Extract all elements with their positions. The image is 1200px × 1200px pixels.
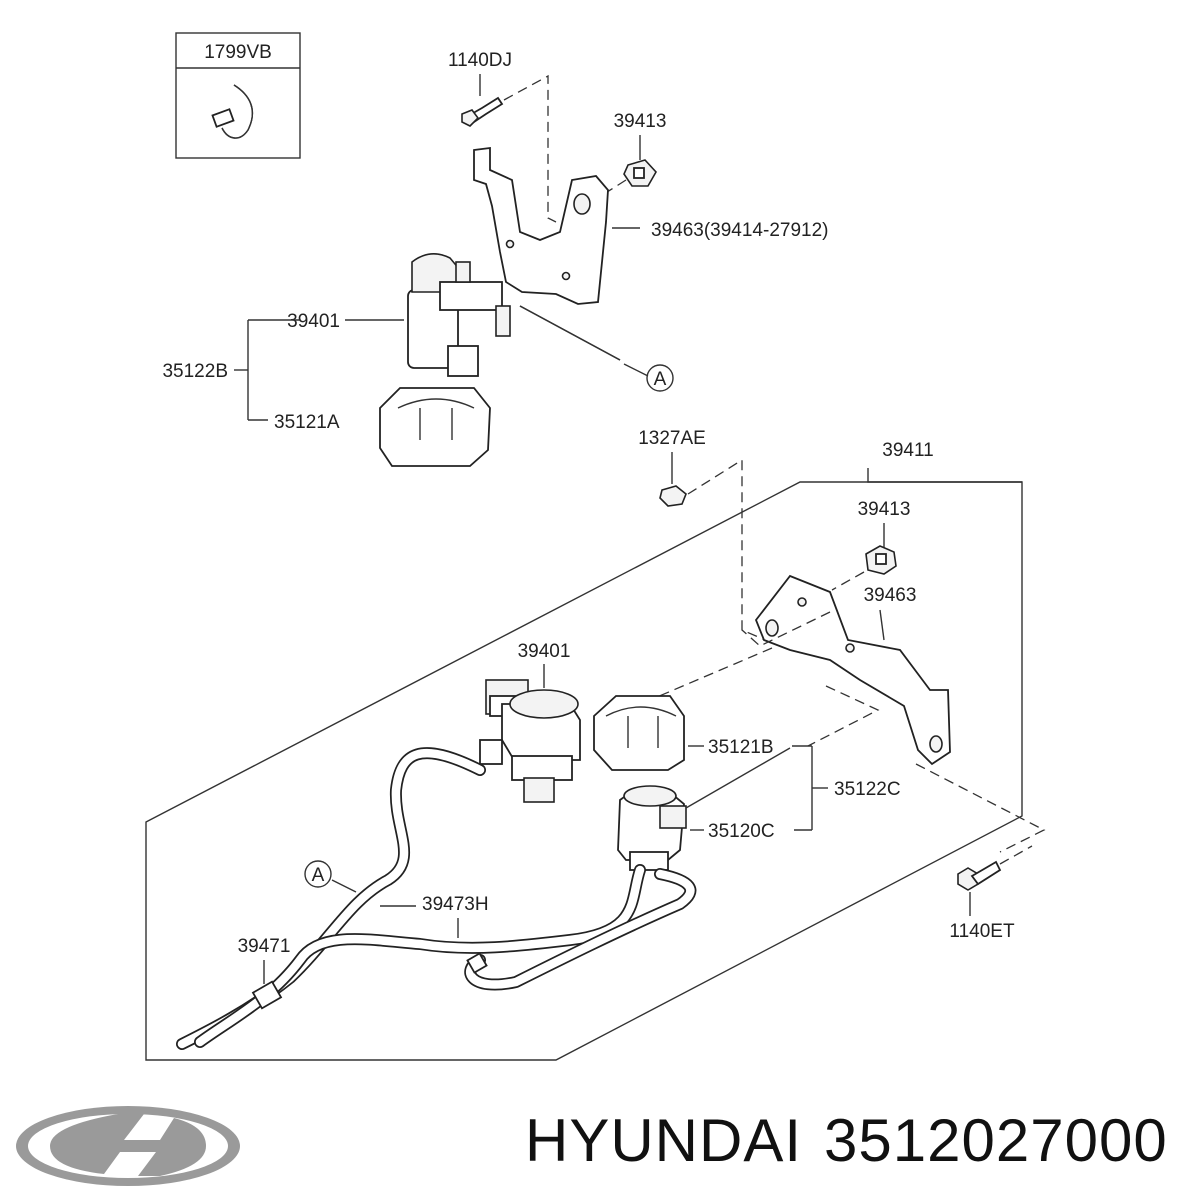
brand-part-number: 3512027000 <box>824 1107 1168 1174</box>
part-label-bracket-top: 39463(39414-27912) <box>651 220 829 241</box>
part-label-assy-top: 35122B <box>162 361 228 382</box>
nut-top: 39413 <box>603 111 667 195</box>
part-label-bolt-top: 1140DJ <box>448 50 512 71</box>
label-39473h: 39473H <box>380 894 489 938</box>
label-kit: 1799VB <box>204 42 272 63</box>
part-label-bracket-low: 39463 <box>864 585 917 606</box>
ref-a-low-group: A <box>304 860 357 893</box>
holder-top <box>379 387 491 467</box>
brand-title: HYUNDAI 3512027000 <box>525 1106 1190 1175</box>
valve-c <box>617 785 687 871</box>
nut-low: 39413 <box>831 499 911 591</box>
part-label-nut-low: 39413 <box>858 499 911 520</box>
part-label-nut-mid: 1327AE <box>638 428 706 449</box>
brand-row: HYUNDAI 3512027000 <box>0 1090 1200 1200</box>
ref-a-top: A <box>654 369 667 390</box>
holder-low <box>593 695 685 771</box>
part-label-valve-c: 35120C <box>708 821 775 842</box>
brand-name: HYUNDAI <box>525 1107 803 1174</box>
kit-box: 1799VB <box>175 32 301 159</box>
part-label-holder-low: 35121B <box>708 737 774 758</box>
nut-mid: 1327AE <box>638 428 771 643</box>
label-39471: 39471 <box>238 936 291 984</box>
bolt-low: 1140ET <box>949 845 1033 942</box>
part-label-bolt-low: 1140ET <box>949 921 1015 942</box>
cable-tie-icon <box>211 84 253 139</box>
callout-35122b: 39401 35122B 35121A <box>162 311 404 433</box>
valve-top <box>407 253 649 377</box>
part-label-hose-assy: 39411 <box>882 440 933 461</box>
bracket-low: 39463 <box>649 574 1046 853</box>
ref-a-low: A <box>312 865 325 886</box>
valve-low: 39401 <box>479 641 581 803</box>
part-label-hose-main: 39471 <box>238 936 291 957</box>
hose-assy-frame: 39411 <box>145 440 1023 1061</box>
part-label-nut-top: 39413 <box>614 111 667 132</box>
hyundai-logo-icon <box>16 1106 240 1186</box>
part-label-holder-top: 35121A <box>274 412 340 433</box>
hose-lines <box>176 747 697 1050</box>
part-label-assy-low: 35122C <box>834 779 901 800</box>
part-label-hose-h: 39473H <box>422 894 489 915</box>
callout-35122c: 35121B 35122C 35120C <box>685 737 901 842</box>
bolt-top: 1140DJ <box>448 50 557 223</box>
part-label-valve-low: 39401 <box>518 641 571 662</box>
bracket-top: 39463(39414-27912) <box>473 146 829 305</box>
parts-diagram: 1799VB 1140DJ 39413 39463(39414-27912) <box>145 32 1046 1061</box>
part-label-valve-top: 39401 <box>287 311 340 332</box>
